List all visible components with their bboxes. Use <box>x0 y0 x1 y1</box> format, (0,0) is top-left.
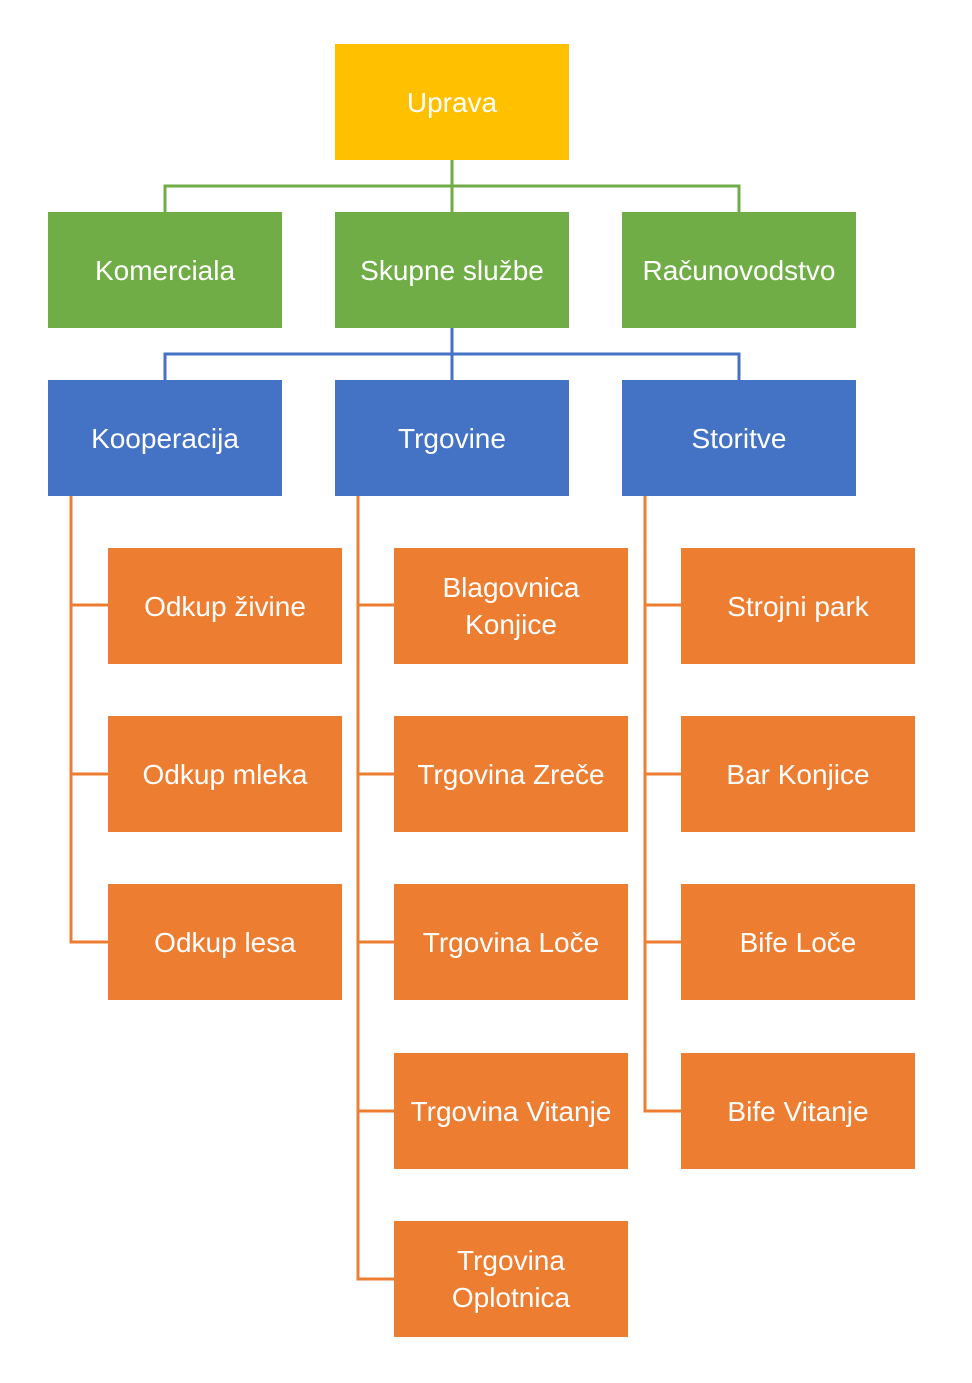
node-label: Odkup živine <box>144 590 306 622</box>
node-label: Odkup mleka <box>142 758 308 790</box>
node-strojni-park: Strojni park <box>681 548 915 664</box>
connector-kooperacija-spine <box>69 496 108 944</box>
node-odkup-zivine: Odkup živine <box>108 548 342 664</box>
node-kooperacija: Kooperacija <box>48 380 282 496</box>
node-uprava: Uprava <box>335 44 569 160</box>
node-trgovina-zrece: Trgovina Zreče <box>394 716 628 832</box>
node-racunovodstvo: Računovodstvo <box>622 212 856 328</box>
node-blagovnica-konjice: Blagovnica Konjice <box>394 548 628 664</box>
node-label: Trgovina Loče <box>422 926 600 958</box>
node-komerciala: Komerciala <box>48 212 282 328</box>
node-odkup-lesa: Odkup lesa <box>108 884 342 1000</box>
node-trgovina-vitanje: Trgovina Vitanje <box>394 1053 628 1169</box>
node-label: Trgovina Zreče <box>417 758 605 790</box>
node-label: Strojni park <box>727 590 869 622</box>
connector-root-racunovodstvo <box>452 184 741 212</box>
node-label: Bife Vitanje <box>727 1095 869 1127</box>
node-label: Računovodstvo <box>642 254 836 286</box>
node-label: Trgovina Oplotnica <box>451 1245 571 1313</box>
connector-storitve-spine <box>643 496 681 1113</box>
connector-sluzbe-storitve <box>452 352 741 380</box>
node-label: Trgovina Vitanje <box>410 1095 612 1127</box>
node-trgovine: Trgovine <box>335 380 569 496</box>
node-label: Bar Konjice <box>726 758 870 790</box>
node-label: Trgovine <box>398 422 506 454</box>
node-storitve: Storitve <box>622 380 856 496</box>
node-bar-konjice: Bar Konjice <box>681 716 915 832</box>
node-label: Kooperacija <box>91 422 239 454</box>
node-odkup-mleka: Odkup mleka <box>108 716 342 832</box>
node-label: Bife Loče <box>739 926 857 958</box>
node-trgovina-loce: Trgovina Loče <box>394 884 628 1000</box>
node-bife-loce: Bife Loče <box>681 884 915 1000</box>
node-trgovina-oplotnica: Trgovina Oplotnica <box>394 1221 628 1337</box>
connector-root-komerciala <box>163 160 454 212</box>
connector-trgovine-spine <box>356 496 394 1281</box>
node-label: Skupne službe <box>360 254 544 286</box>
connector-sluzbe-kooperacija <box>163 328 454 380</box>
node-bife-vitanje: Bife Vitanje <box>681 1053 915 1169</box>
node-label: Odkup lesa <box>154 926 296 958</box>
node-label: Storitve <box>691 422 787 454</box>
node-label: Uprava <box>406 86 498 118</box>
node-skupne-sluzbe: Skupne službe <box>335 212 569 328</box>
node-label: Blagovnica Konjice <box>442 572 580 640</box>
node-label: Komerciala <box>94 254 236 286</box>
